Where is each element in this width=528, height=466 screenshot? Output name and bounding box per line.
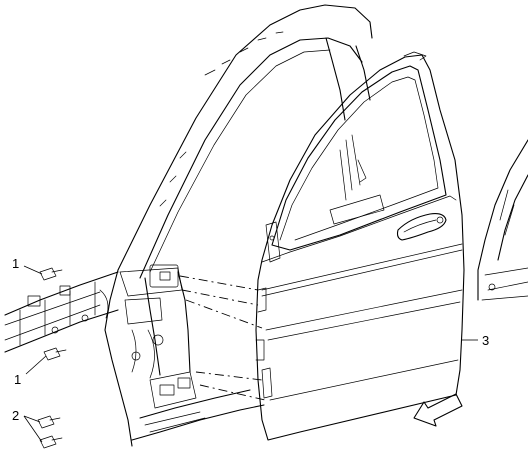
alignment-lines — [179, 275, 266, 401]
body-a-pillar — [117, 4, 373, 279]
body-dash-structure — [4, 271, 119, 353]
callout-front-door: 3 — [482, 333, 489, 348]
callout-bolt-lower: 2 — [12, 408, 19, 423]
arrow-forward-outline-icon — [413, 393, 463, 427]
callout-bolt-middle: 1 — [14, 372, 21, 387]
body-rear-pillar — [477, 139, 528, 301]
front-door-panel — [255, 51, 465, 441]
callout-bolt-upper: 1 — [12, 256, 19, 271]
callout-leaders — [23, 265, 478, 443]
bolt-lower-icon — [37, 415, 63, 449]
bolt-upper-icon — [39, 267, 63, 281]
bolt-middle-icon — [43, 347, 67, 361]
body-hinge-pillar — [104, 264, 265, 447]
